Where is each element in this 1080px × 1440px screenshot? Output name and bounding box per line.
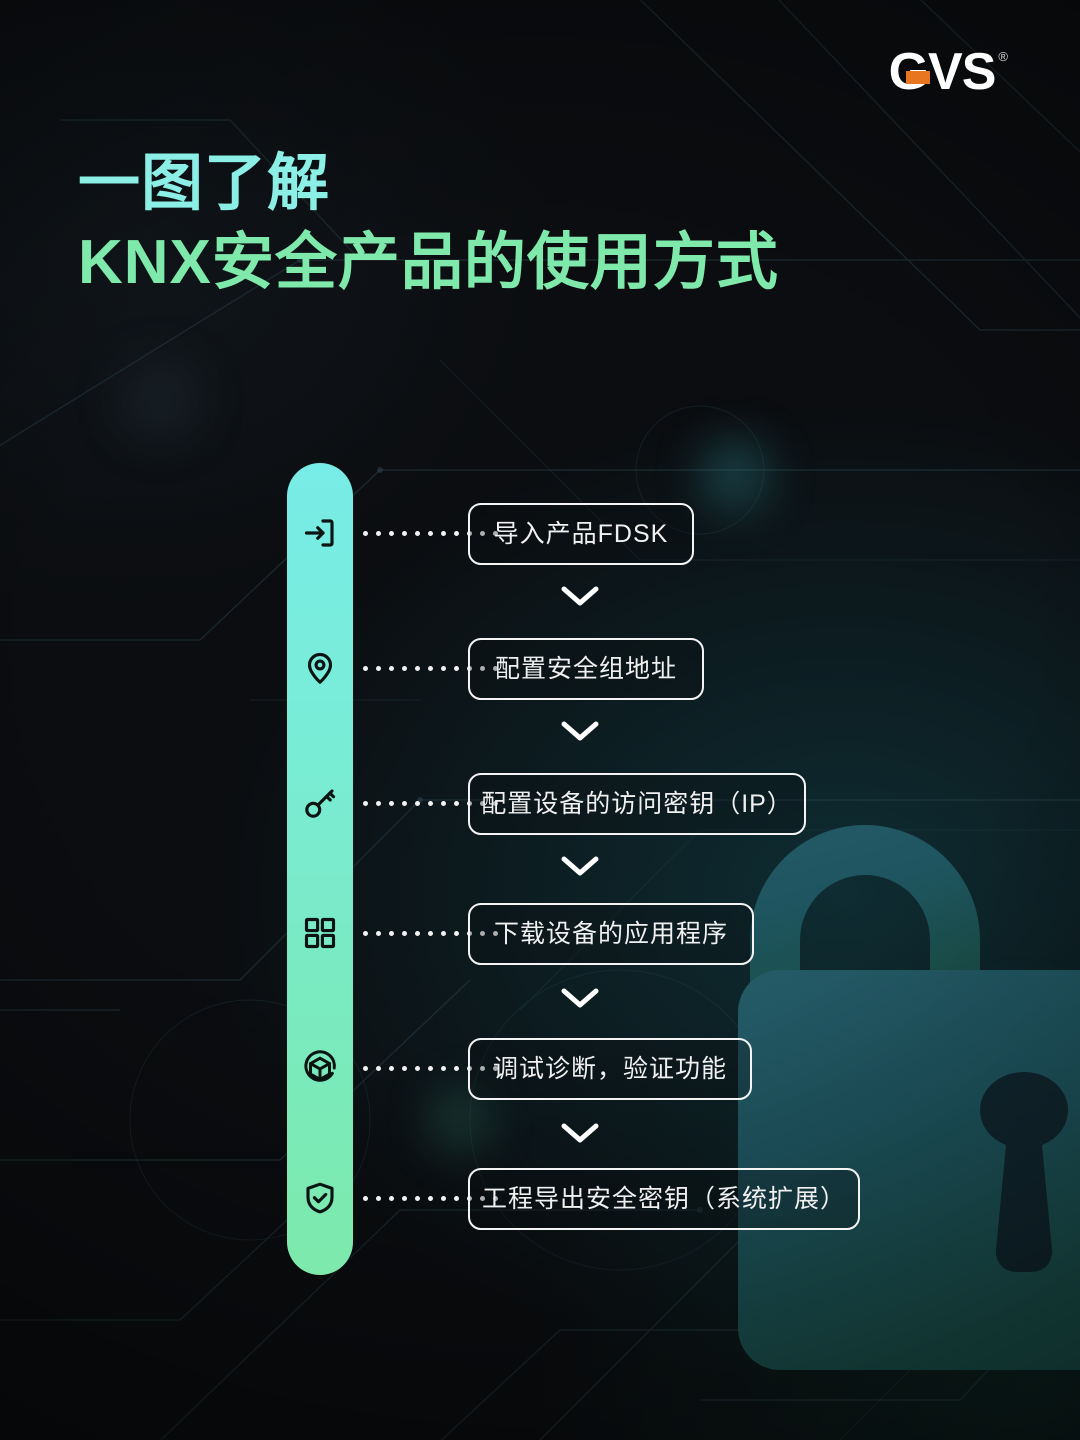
connector-dots [363, 1066, 498, 1071]
shield-check-icon [287, 1165, 353, 1231]
title-line-2: KNX安全产品的使用方式 [78, 228, 779, 298]
step-card[interactable]: 下载设备的应用程序 [468, 903, 754, 965]
step-card-label: 配置设备的访问密钥（IP） [481, 789, 793, 818]
key-icon [287, 770, 353, 836]
step-card[interactable]: 工程导出安全密钥（系统扩展） [468, 1168, 860, 1230]
package-cube-icon [287, 1035, 353, 1101]
page-title: 一图了解 KNX安全产品的使用方式 [78, 144, 779, 303]
chevron-down-icon [558, 985, 602, 1011]
step-card-label: 工程导出安全密钥（系统扩展） [482, 1184, 847, 1213]
grid-icon [287, 900, 353, 966]
location-pin-icon [287, 635, 353, 701]
step-card[interactable]: 配置安全组地址 [468, 638, 704, 700]
chevron-down-icon [558, 853, 602, 879]
step-card-label: 下载设备的应用程序 [494, 919, 729, 948]
step-card-label: 导入产品FDSK [493, 519, 669, 548]
step-card-label: 配置安全组地址 [495, 654, 678, 683]
title-line-1: 一图了解 [78, 149, 331, 218]
chevron-down-icon [558, 583, 602, 609]
chevron-down-icon [558, 1120, 602, 1146]
step-card[interactable]: 调试诊断，验证功能 [468, 1038, 752, 1100]
step-card[interactable]: 配置设备的访问密钥（IP） [468, 773, 806, 835]
logo-accent-bar [905, 71, 930, 84]
step-card[interactable]: 导入产品FDSK [468, 503, 694, 565]
icon-rail [287, 463, 353, 1275]
registered-mark: ® [998, 49, 1008, 64]
chevron-down-icon [558, 718, 602, 744]
gvs-logo: GVS ® [889, 46, 1008, 98]
import-arrow-icon [287, 500, 353, 566]
step-card-label: 调试诊断，验证功能 [493, 1054, 728, 1083]
